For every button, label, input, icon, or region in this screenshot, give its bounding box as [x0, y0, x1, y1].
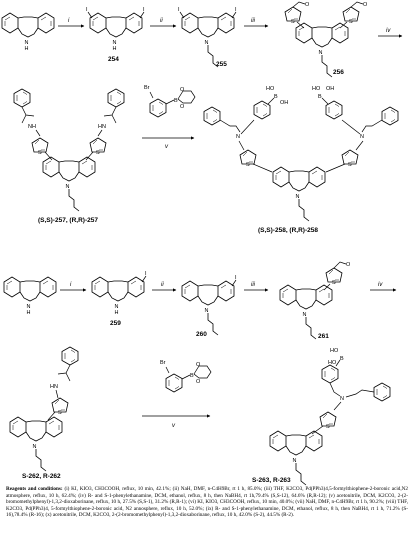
compound-label-260: 260 [196, 331, 207, 338]
compound-label-259: 259 [110, 320, 121, 327]
atom-S: S [96, 150, 100, 156]
atom-N: N [303, 312, 307, 318]
atom-S: S [291, 19, 295, 25]
atom-N: N [293, 458, 297, 464]
atom-O: O [180, 87, 185, 93]
step-label-iv-2: iv [378, 282, 383, 288]
atom-B: B [174, 98, 178, 104]
carbazole-start-1: N H [1, 12, 55, 52]
atom-N: N [66, 184, 70, 190]
compound-254: I I N H 254 [86, 7, 145, 63]
atom-H: H [113, 46, 117, 52]
atom-B: B [340, 356, 344, 362]
compound-256: S S O O N 256 [284, 1, 368, 78]
atom-I: I [145, 271, 147, 277]
atom-N: N [33, 444, 37, 450]
atom-I: I [86, 7, 88, 13]
atom-HO: HO [330, 348, 339, 354]
atom-O: O [196, 379, 201, 385]
compound-261: S O N 261 [279, 261, 351, 340]
compound-label-263: S-263, R-263 [252, 477, 291, 484]
atom-N: N [319, 50, 323, 56]
atom-N: N [115, 304, 119, 310]
carbazole-start-2: N H [3, 276, 57, 316]
atom-N: N [340, 396, 344, 402]
compound-label-254: 254 [108, 56, 119, 63]
step-label-i-2: i [70, 282, 72, 288]
atom-N: N [113, 40, 117, 46]
atom-S: S [58, 410, 62, 416]
atom-N: N [205, 308, 209, 314]
conditions-text: (i) KI, KIO3, CH3COOH, reflux, 10 min, 4… [6, 486, 408, 519]
atom-H: H [27, 310, 31, 316]
compound-label-262: S-262, R-262 [22, 473, 61, 480]
atom-H: H [25, 46, 29, 52]
compound-263: B HO HO N S N S-263, R-263 [252, 348, 391, 486]
reagent-dioxaborinane: Br B O O [144, 85, 196, 118]
compound-259: I N H 259 [91, 271, 147, 327]
atom-S: S [348, 162, 352, 168]
atom-N: N [236, 134, 240, 140]
conditions-heading: Reagents and conditions: [6, 486, 63, 492]
atom-HN: HN [98, 124, 106, 130]
atom-S: S [38, 150, 42, 156]
compound-255: I I N 255 [178, 7, 237, 68]
atom-O: O [180, 104, 185, 110]
compound-label-257: (S,S)-257, (R,R)-257 [38, 217, 98, 224]
atom-O: O [363, 2, 368, 8]
atom-I: I [143, 7, 145, 13]
step-label-ii: ii [160, 18, 163, 24]
compound-label-258: (S,S)-258, (R,R)-258 [258, 227, 318, 234]
atom-S: S [349, 19, 353, 25]
atom-N: N [296, 194, 300, 200]
atom-OH: OH [280, 100, 288, 106]
atom-I: I [235, 275, 237, 281]
atom-O: O [346, 262, 351, 268]
step-label-iii-2: iii [251, 282, 256, 288]
atom-HO: HO [312, 86, 321, 92]
compound-262: HN S N S-262, R-262 [9, 346, 79, 480]
atom-N: N [27, 304, 31, 310]
step-label-v: v [165, 144, 169, 150]
reagent-dioxaborinane-2: Br B O O [160, 360, 212, 393]
compound-260: I N 260 [181, 275, 237, 338]
atom-OH: OH [326, 86, 334, 92]
step-label-i: i [68, 18, 70, 24]
compound-258: N N B B HO OH HO OH S S N (S,S)-258, (R,… [203, 86, 399, 234]
atom-Br: Br [144, 85, 150, 91]
step-label-iii: iii [251, 18, 256, 24]
atom-HO: HO [328, 360, 337, 366]
atom-S: S [246, 162, 250, 168]
compound-label-256: 256 [333, 69, 344, 76]
atom-I: I [178, 7, 180, 13]
reaction-conditions: Reagents and conditions: (i) KI, KIO3, C… [6, 486, 408, 519]
atom-O: O [305, 2, 310, 8]
atom-HO: HO [266, 86, 275, 92]
atom-S: S [326, 424, 330, 430]
atom-HN: HN [50, 384, 58, 390]
atom-B: B [318, 94, 322, 100]
atom-N: N [25, 40, 29, 46]
compound-label-255: 255 [216, 61, 227, 68]
atom-H: H [115, 310, 119, 316]
atom-Br: Br [160, 360, 166, 366]
compound-label-261: 261 [318, 333, 329, 340]
step-label-iv: iv [386, 28, 391, 34]
atom-N: N [360, 134, 364, 140]
step-label-ii-2: ii [161, 282, 164, 288]
step-label-v-2: v [172, 423, 176, 429]
atom-O: O [196, 362, 201, 368]
atom-B: B [190, 373, 194, 379]
atom-N: N [205, 40, 209, 46]
atom-NH: NH [28, 124, 36, 130]
atom-B: B [274, 94, 278, 100]
atom-S: S [332, 280, 336, 286]
atom-I: I [235, 7, 237, 13]
compound-257: NH HN S S N (S,S)-257, (R,R)-257 [13, 88, 125, 224]
